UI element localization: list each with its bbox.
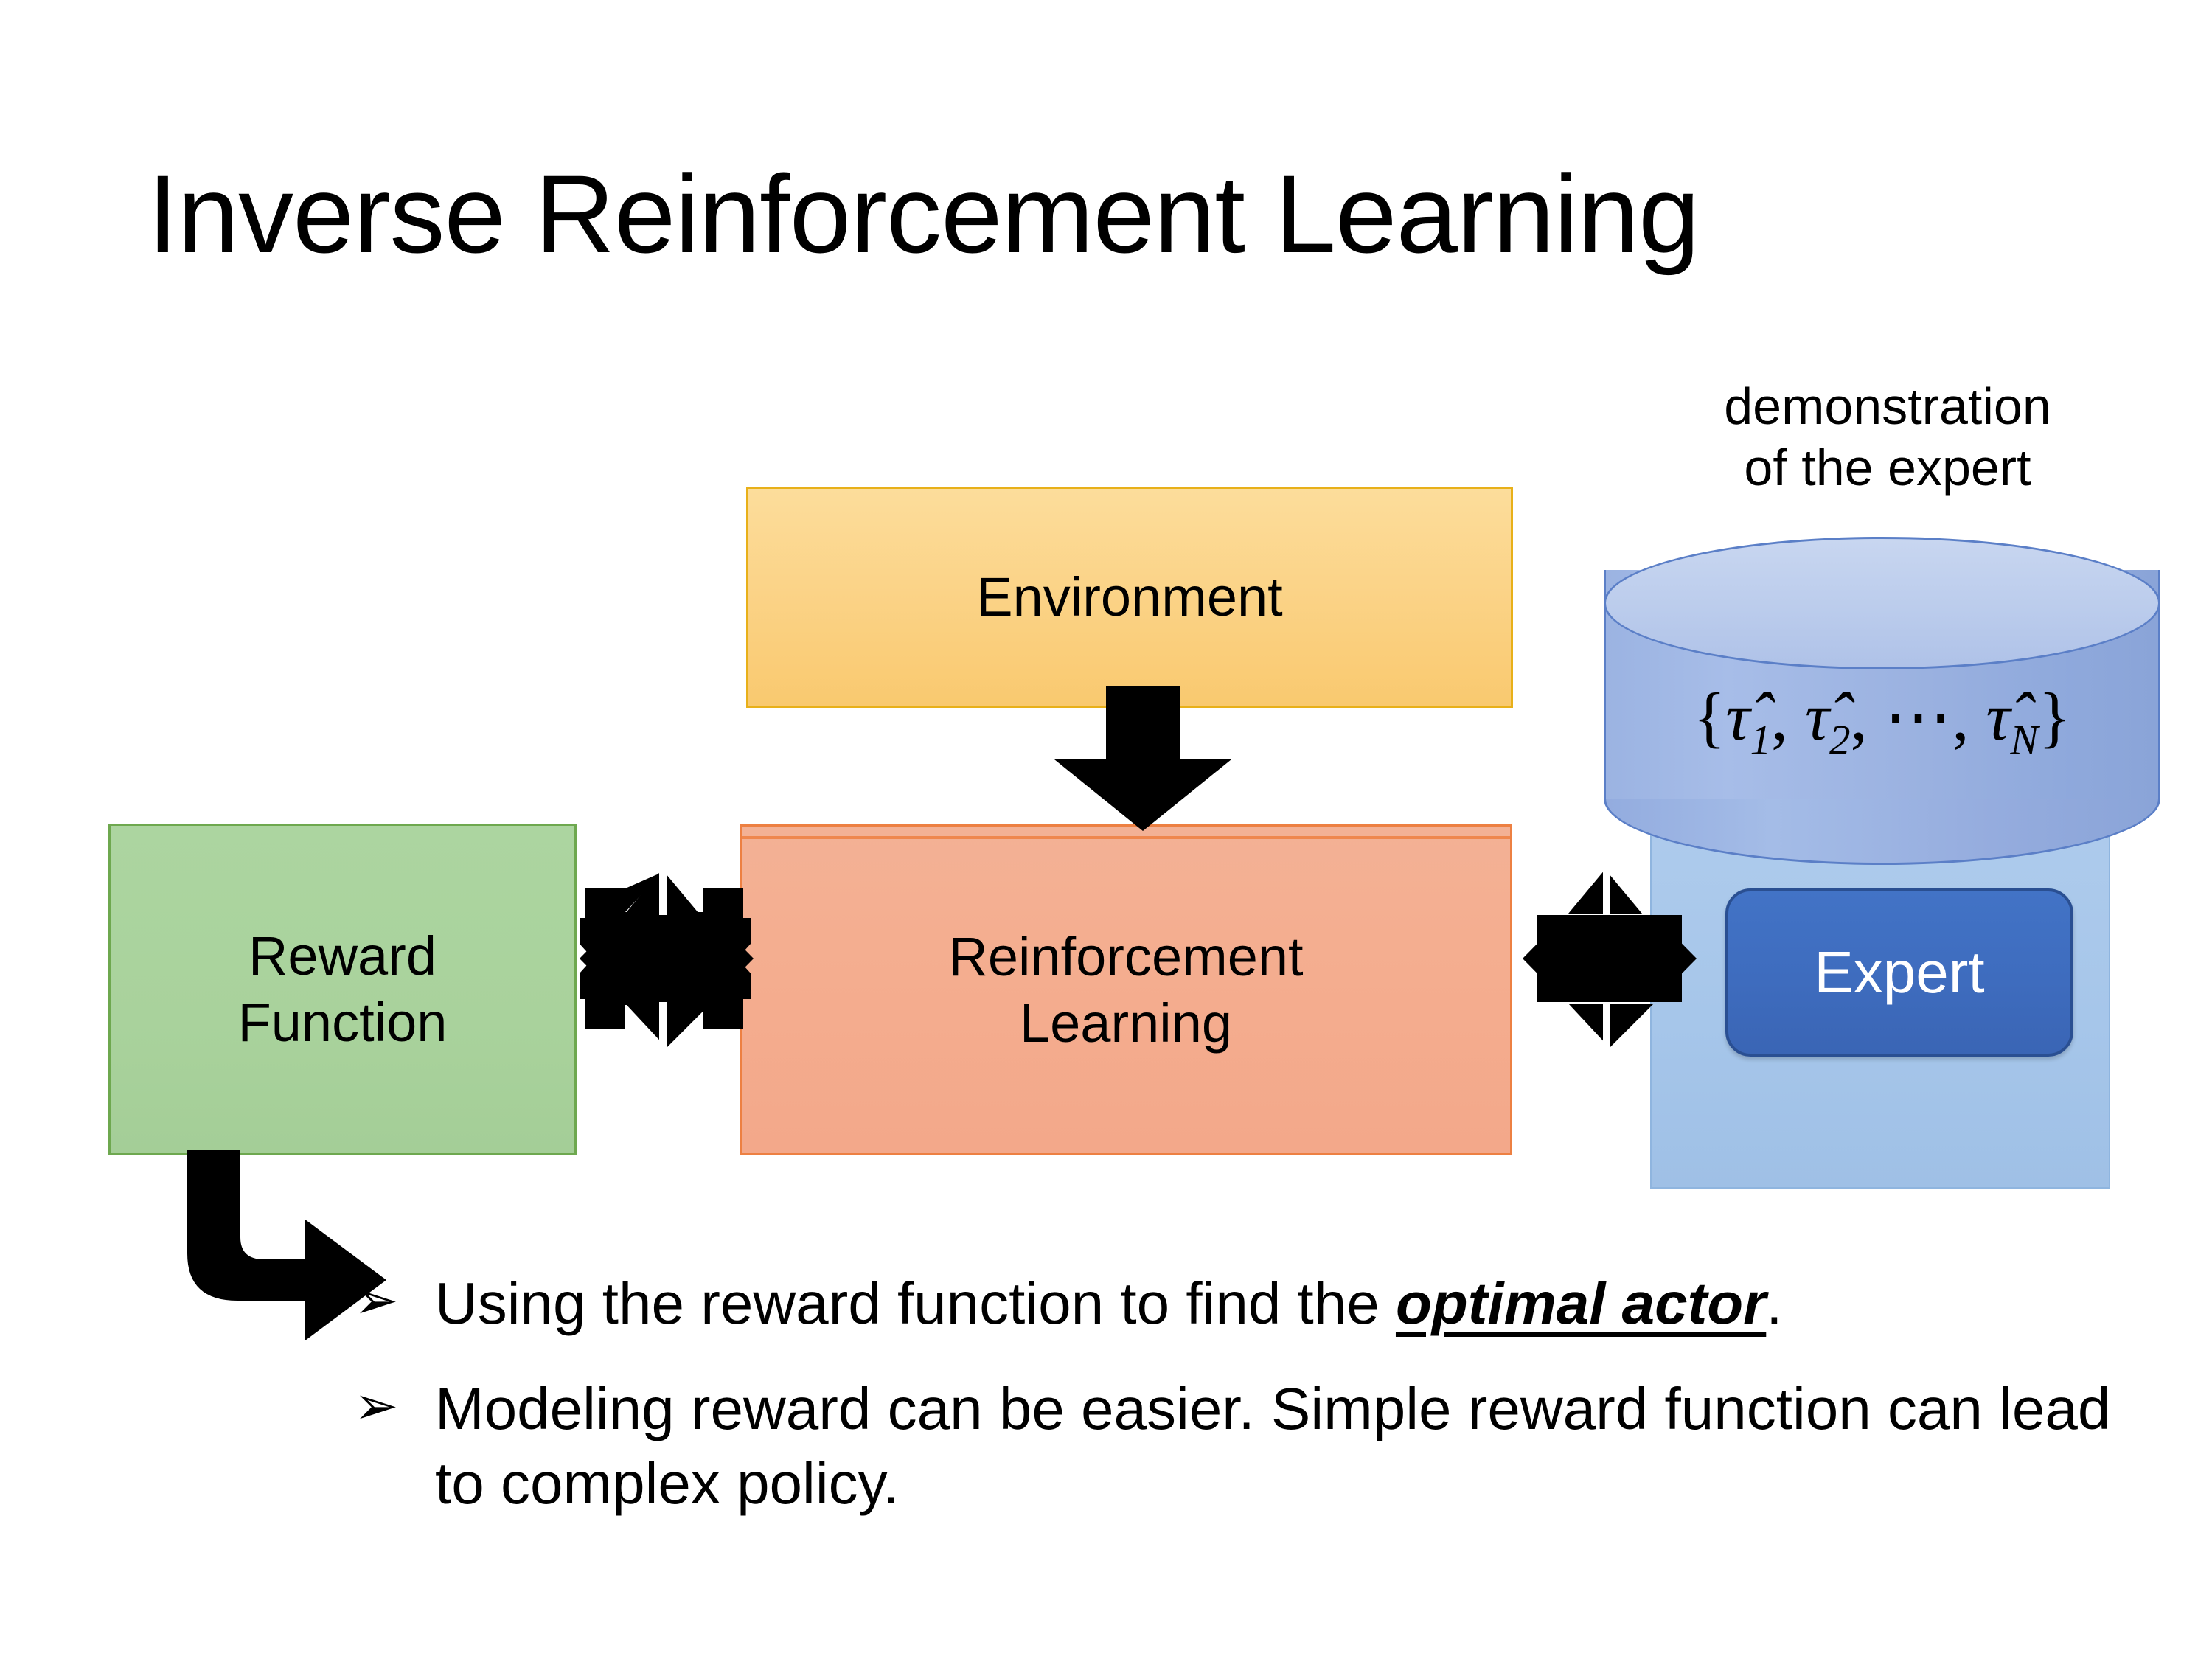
demonstration-caption-line1: demonstration xyxy=(1724,378,2051,435)
reinforcement-learning-label: Reinforcement Learning xyxy=(948,924,1303,1057)
reinforcement-learning-node[interactable]: Reinforcement Learning xyxy=(740,824,1512,1155)
page-title: Inverse Reinforcement Learning xyxy=(147,152,1700,276)
down-arrow-icon xyxy=(1054,686,1231,831)
demonstration-cylinder: {τ̂1, τ̂2, ⋯, τ̂N} xyxy=(1604,537,2160,865)
formula-item3-symbol: τ̂ xyxy=(1986,679,2011,754)
bullet-1-prefix: Using the reward function to find the xyxy=(435,1270,1396,1336)
formula-ellipsis: ⋯ xyxy=(1884,679,1952,754)
formula-sep1: , xyxy=(1771,679,1805,754)
bullet-arrow-icon: ➢ xyxy=(354,1271,399,1330)
formula-item1-subscript: 1 xyxy=(1750,717,1771,764)
reward-function-node[interactable]: Reward Function xyxy=(108,824,577,1155)
demonstration-caption: demonstration of the expert xyxy=(1630,376,2146,498)
reward-label-line1: Reward xyxy=(248,925,437,987)
bullet-text-2: Modeling reward can be easier. Simple re… xyxy=(435,1375,2111,1516)
environment-node[interactable]: Environment xyxy=(746,487,1513,708)
cylinder-top-ellipse xyxy=(1604,537,2160,669)
bullet-1-emphasis: optimal actor xyxy=(1395,1270,1767,1336)
rl-label-line2: Learning xyxy=(1019,992,1232,1054)
reward-function-label: Reward Function xyxy=(238,923,448,1057)
formula-item1-symbol: τ̂ xyxy=(1725,679,1750,754)
formula-sep3: , xyxy=(1952,679,1986,754)
formula-item2-subscript: 2 xyxy=(1829,717,1851,764)
formula-close-brace: } xyxy=(2038,679,2071,754)
formula-open-brace: { xyxy=(1693,679,1726,754)
bullet-1-suffix: . xyxy=(1766,1270,1783,1336)
list-item: ➢ Modeling reward can be easier. Simple … xyxy=(354,1372,2138,1521)
environment-label: Environment xyxy=(976,566,1283,627)
bullet-text-1: Using the reward function to find the op… xyxy=(435,1267,2138,1341)
formula-sep2: , xyxy=(1850,679,1885,754)
bullet-arrow-icon: ➢ xyxy=(354,1376,399,1436)
list-item: ➢ Using the reward function to find the … xyxy=(354,1267,2138,1341)
reward-label-line2: Function xyxy=(237,992,448,1053)
formula-item2-symbol: τ̂ xyxy=(1805,679,1829,754)
trajectory-set-formula: {τ̂1, τ̂2, ⋯, τ̂N} xyxy=(1604,677,2160,764)
quad-arrow-icon-left xyxy=(580,866,754,1051)
bullet-list: ➢ Using the reward function to find the … xyxy=(354,1267,2138,1551)
expert-node[interactable]: Expert xyxy=(1725,888,2073,1057)
rl-label-line1: Reinforcement xyxy=(948,925,1304,987)
demonstration-caption-line2: of the expert xyxy=(1744,438,2031,496)
expert-label: Expert xyxy=(1814,939,1985,1005)
formula-item3-subscript: N xyxy=(2010,717,2039,764)
